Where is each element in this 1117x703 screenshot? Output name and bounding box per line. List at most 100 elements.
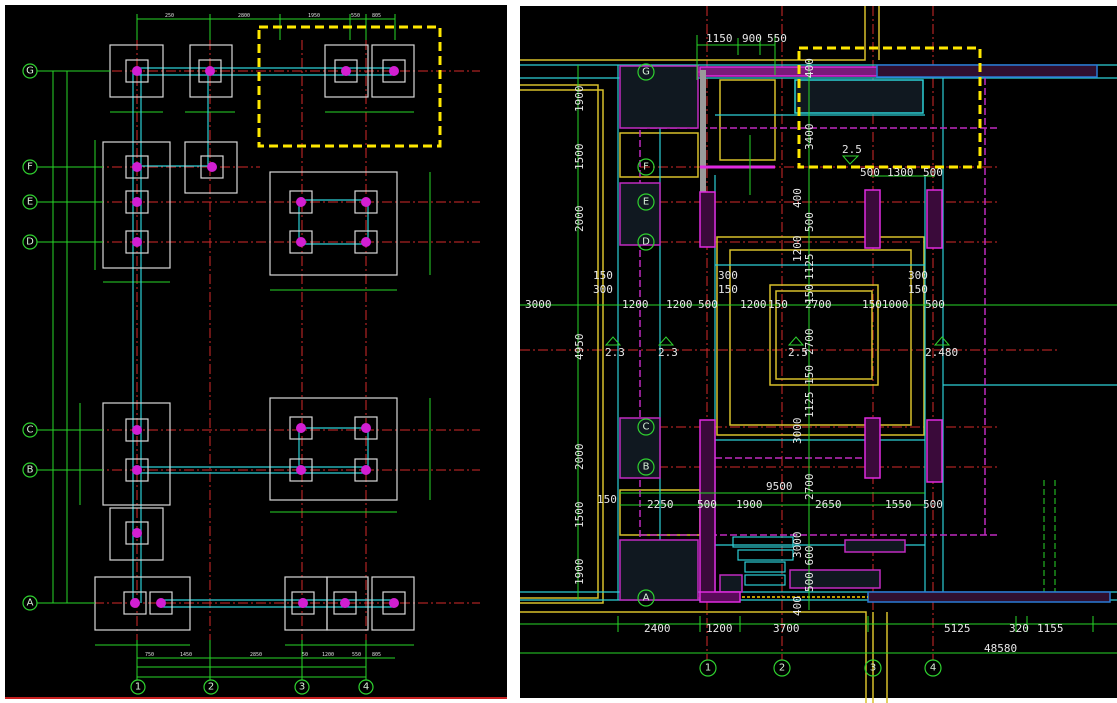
dim: 1200 — [706, 622, 733, 635]
axis-label: D — [642, 237, 650, 248]
dim: 1950 — [308, 13, 320, 19]
dim: 805 — [372, 652, 381, 658]
dim: 1900 — [573, 559, 586, 586]
axis-label: F — [27, 162, 33, 173]
axis-label: G — [642, 67, 650, 78]
dim: 1150 — [706, 32, 733, 45]
axis-label: C — [27, 425, 34, 436]
dim: 2650 — [815, 498, 842, 511]
dim: 3000 — [791, 532, 804, 559]
dim: 5125 — [944, 622, 971, 635]
dim: 1200 — [740, 298, 767, 311]
footings — [94, 44, 415, 631]
elevation-label: 2.5 — [842, 143, 862, 156]
dim: 1300 — [887, 166, 914, 179]
dim: 150 — [597, 493, 617, 506]
axis-label: 4 — [930, 663, 936, 674]
axis-label: D — [26, 237, 34, 248]
column-pedestals — [123, 59, 406, 615]
elevation-label: 2.5 — [788, 346, 808, 359]
axis-label: F — [643, 162, 649, 173]
dim: 150 — [718, 283, 738, 296]
elevation-label: 2.3 — [658, 346, 678, 359]
dim: 2700 — [805, 298, 832, 311]
dim: 3700 — [773, 622, 800, 635]
middle-row-dimensions: 3000 150 300 1200 1200 500 300 150 1200 … — [525, 269, 945, 311]
bottom-dimensions: 750 1450 2850 50 1200 550 805 — [145, 652, 381, 658]
dim: 50 — [302, 652, 308, 658]
axis-label: E — [27, 197, 33, 208]
frame-dimensions: 500 1300 500 — [860, 166, 943, 179]
dim: 150 — [768, 298, 788, 311]
axis-label: A — [27, 598, 34, 609]
architectural-plan-panel: 1150 900 550 1900 1500 2000 4950 2000 15… — [520, 6, 1117, 703]
dim: 500 600 — [803, 546, 816, 592]
dim: 500 — [925, 298, 945, 311]
top-dimensions: 250 2800 1950 550 805 — [165, 13, 381, 19]
dim: 500 — [923, 498, 943, 511]
dim: 1501000 — [862, 298, 908, 311]
dim: 1200 — [322, 652, 334, 658]
column-axis-bubbles: 1 2 3 4 — [130, 679, 374, 695]
dim: 400 — [791, 188, 804, 208]
dim: 500 — [697, 498, 717, 511]
dim: 4950 — [573, 334, 586, 361]
axis-label: 1 — [135, 682, 141, 693]
row-axis-bubbles: G F E D C B A — [22, 63, 110, 611]
dim: 500 — [860, 166, 880, 179]
shear-walls — [699, 64, 1111, 603]
dim: 500 — [923, 166, 943, 179]
dim: 550 — [352, 652, 361, 658]
dim: 1200 — [622, 298, 649, 311]
dim: 3000 — [791, 418, 804, 445]
left-dimensions: 1900 1500 2000 4950 2000 1500 1900 — [573, 86, 586, 586]
dim: 550 — [767, 32, 787, 45]
dim: 2850 — [250, 652, 262, 658]
dimension-lines — [520, 35, 1117, 654]
dim: 1900 — [736, 498, 763, 511]
dim: 1500 — [573, 502, 586, 529]
dim: 400 — [791, 596, 804, 616]
axis-label: 2 — [779, 663, 785, 674]
dim: 2400 — [644, 622, 671, 635]
dim: 500 — [698, 298, 718, 311]
dimension-lines — [52, 14, 431, 680]
dim: 1200 — [666, 298, 693, 311]
tie-beams — [132, 67, 394, 608]
foundation-plan-panel: 250 2800 1950 550 805 750 1450 2850 50 1… — [5, 5, 507, 699]
dim: 500 — [803, 212, 816, 232]
column-axis-bubbles: 1 2 3 4 — [699, 659, 942, 677]
elevation-label: 2.480 — [925, 346, 958, 359]
axis-label: B — [643, 462, 650, 473]
axis-label: B — [27, 465, 34, 476]
dim: 2250 — [647, 498, 674, 511]
dim: 150 — [593, 269, 613, 282]
axis-label: 3 — [299, 682, 305, 693]
top-dimensions: 1150 900 550 — [706, 32, 787, 45]
dim: 1200 — [791, 236, 804, 263]
dim: 2700 — [803, 474, 816, 501]
dim: 1155 — [1037, 622, 1064, 635]
dim: 300 — [593, 283, 613, 296]
bottom-dimensions: 2400 1200 3700 5125 320 1155 48580 — [617, 616, 1094, 655]
vertical-dimensions: 400 3400 400 500 1200 1125 150 2700 1125… — [791, 58, 816, 616]
elevation-label: 2.3 — [605, 346, 625, 359]
axis-label: 1 — [705, 663, 711, 674]
dim: 550 — [351, 13, 360, 19]
dim: 1450 — [180, 652, 192, 658]
dim: 150 — [803, 284, 816, 304]
dim: 300 — [718, 269, 738, 282]
left-canvas — [5, 5, 507, 699]
axis-label: 3 — [870, 663, 876, 674]
hatched-areas — [619, 65, 924, 601]
dim: 400 — [803, 58, 816, 78]
dim: 3400 — [803, 124, 816, 151]
dim: 2000 — [573, 444, 586, 471]
dim: 1125 — [803, 254, 816, 281]
dim: 1550 — [885, 498, 912, 511]
dim: 2000 — [573, 206, 586, 233]
dim: 250 — [165, 13, 174, 19]
dim: 1125 150 — [803, 365, 816, 418]
highlight-box — [797, 46, 982, 169]
dim: 3000 — [525, 298, 552, 311]
